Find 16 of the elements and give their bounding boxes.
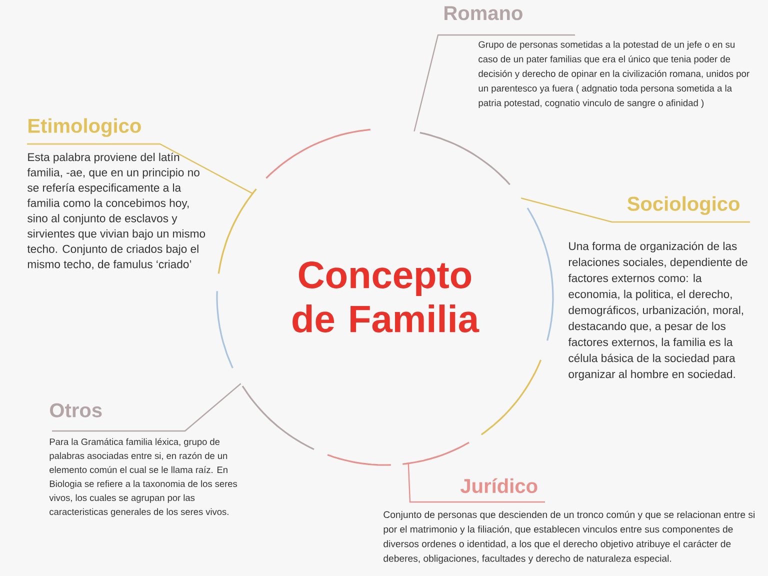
- topic-heading: Etimologico: [28, 118, 141, 137]
- description-text: Para la Gramática familia léxica, grupo de palabras asociadas entre si, en razón de un elemento común el cual se le llama raíz. En Biologia se refiere a la taxonomia de los seres vivos, los cuales se agrupan por las caracteristicas generales de los seres vivos.: [49, 438, 238, 517]
- topic-heading: Romano: [444, 6, 522, 20]
- leader-line: [414, 34, 575, 132]
- description-text: Grupo de personas sometidas a la potestad de un jefe o en su caso de un pater familias que era el único que tenia poder de decisión y derecho de opinar en la civilización romana, unidos por un parentesco ya fuera ( adgnatio toda persona sometida a la patria potestad, cognatio vinculo de sangre o afinidad ): [478, 40, 750, 108]
- leader-line: [520, 198, 750, 223]
- topic-heading: Otros: [50, 403, 102, 418]
- description-text: Conjunto de personas que descienden de un tronco común y que se relacionan entre si por el matrimonio y la filiación, que establecen vinculos entre sus componentes de diversos ordenes o identidad, a los que el derecho objetivo atribuye el carácter de deberes, obligaciones, facultades y derecho de naturaleza especial.: [384, 510, 754, 564]
- title-text: Concepto de Familia: [292, 262, 480, 332]
- description-text: Esta palabra proviene del latín familia, -ae, que en un principio no se refería especificamente a la familia como la concebimos hoy, sino al conjunto de esclavos y sirvientes que vivian bajo un mismo techo. Conjunto de criados bajo el mismo techo, de famulus ‘criado’: [27, 152, 206, 270]
- description-text: Una forma de organización de las relaciones sociales, dependiente de factores externos como: la economia, la politica, el derecho, demográficos, urbanización, moral, destacando que, a pesar de los factores externos, la familia es la célula básica de la sociedad para organizar al hombre en sociedad.: [568, 242, 748, 380]
- topic-heading: Sociologico: [627, 196, 740, 215]
- leader-line: [27, 143, 253, 194]
- topic-heading: Jurídico: [460, 478, 538, 494]
- leader-line: [408, 464, 545, 503]
- leader-line: [52, 383, 242, 432]
